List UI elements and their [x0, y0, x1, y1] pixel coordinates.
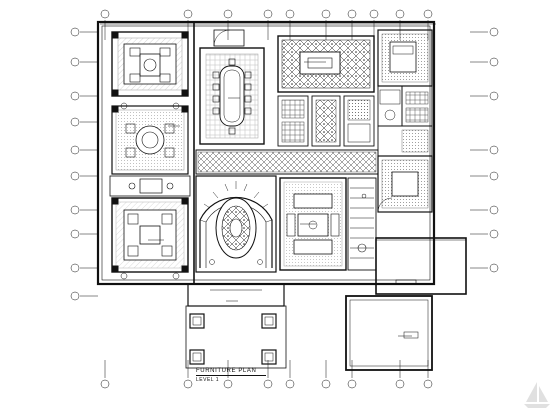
front-porch — [185, 283, 287, 369]
center-corridor — [195, 149, 379, 175]
grid-lines-right — [470, 27, 499, 273]
left-room-middle — [111, 105, 189, 175]
drawing-title: FURNITURE PLAN — [196, 368, 257, 374]
grid-lines-bottom — [100, 360, 433, 389]
drawing-title-block: FURNITURE PLAN LEVEL 1 — [196, 368, 456, 408]
right-service-stair — [347, 177, 377, 271]
utility-blocks — [277, 95, 375, 147]
entry-vestibule-top — [213, 29, 245, 47]
garage — [345, 295, 433, 371]
dining-room — [199, 47, 265, 145]
left-room-top — [111, 31, 189, 97]
spiral-stair-rotunda — [195, 175, 277, 273]
grid-lines-left — [70, 27, 98, 301]
right-wing-rooms — [377, 29, 433, 213]
sailboat-logo-icon — [524, 382, 550, 408]
annex-room — [375, 237, 467, 295]
left-room-bottom — [111, 197, 189, 273]
left-corridor-strip — [109, 175, 191, 197]
room-tag-marks — [148, 61, 412, 337]
fixture-symbols — [120, 102, 367, 280]
patterned-hall — [277, 35, 375, 93]
drawing-subtitle: LEVEL 1 — [196, 377, 220, 383]
title-underline — [196, 375, 266, 376]
